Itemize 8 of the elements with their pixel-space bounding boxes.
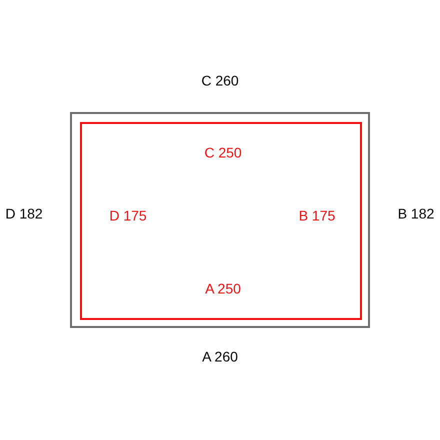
dimension-label: D 182 — [5, 206, 43, 222]
dimension-label: C 260 — [201, 73, 239, 89]
dimension-label: D 175 — [109, 208, 147, 224]
dimension-label: A 260 — [202, 349, 238, 365]
dimension-label: B 175 — [298, 208, 336, 224]
dimension-label: A 250 — [205, 281, 241, 297]
dimension-label: B 182 — [398, 206, 434, 222]
dimension-label: C 250 — [204, 145, 242, 161]
